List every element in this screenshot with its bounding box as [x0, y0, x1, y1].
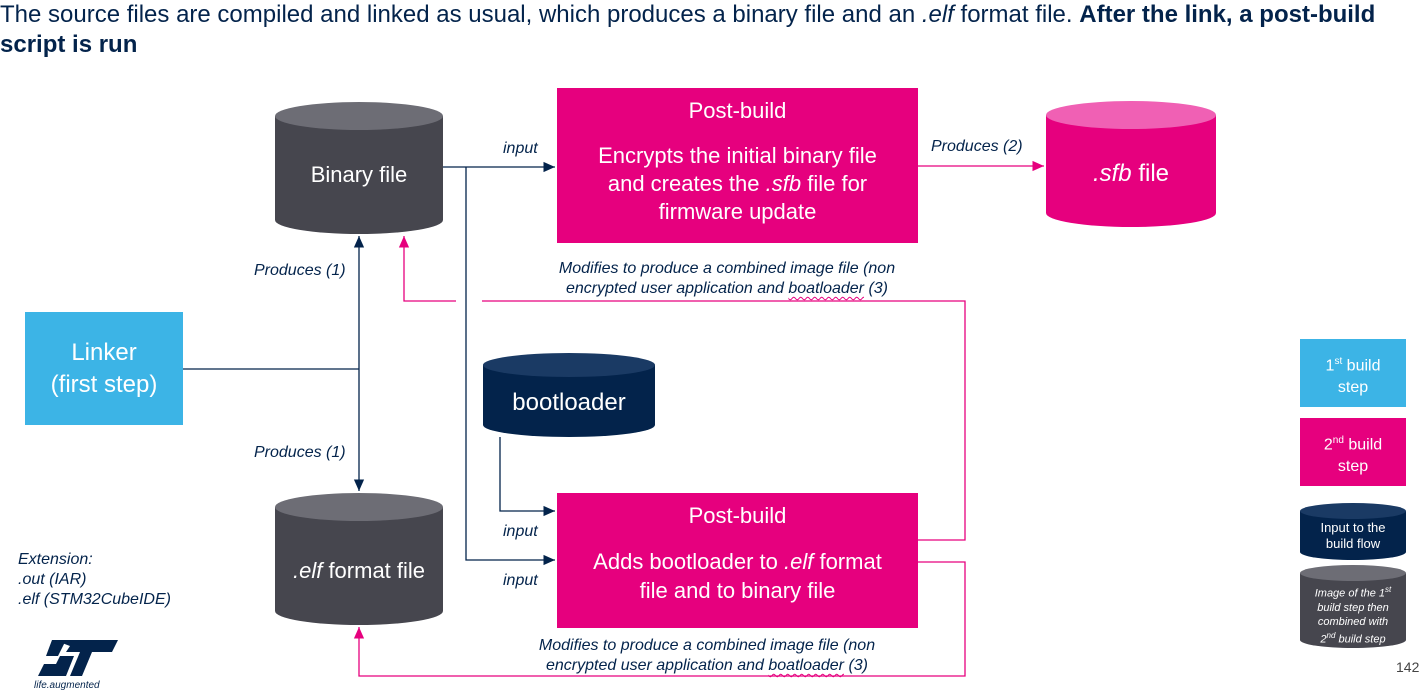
legend-image-line-2: build step then — [1317, 601, 1389, 614]
linker-connectors — [183, 236, 365, 491]
modifies-note-top: Modifies to produce a combined image fil… — [520, 259, 934, 299]
legend-image-line-1-sup: st — [1385, 585, 1392, 594]
input-label-top: input — [503, 140, 538, 157]
modifies-top-line-2a: encrypted user application and — [566, 280, 789, 297]
legend-second-sup: nd — [1332, 435, 1344, 446]
binary-file-cylinder — [275, 102, 443, 234]
postbuild-bottom-line-1: Adds bootloader to .elf format — [557, 547, 918, 576]
extension-note: Extension: .out (IAR) .elf (STM32CubeIDE… — [18, 550, 171, 610]
legend-second-line-1: 2nd build — [1300, 430, 1406, 456]
title-text-1: The source files are compiled and linked… — [0, 1, 922, 28]
linker-box: Linker (first step) — [25, 312, 183, 425]
legend-image-cylinder — [1300, 565, 1406, 648]
modifies-top-line-2c: (3) — [864, 280, 888, 297]
sfb-file-label-italic: .sfb — [1092, 160, 1132, 187]
modifies-top-line-2b: boatloader — [788, 280, 864, 297]
sfb-file-label-rest: file — [1131, 160, 1170, 187]
modifies-bottom-line-2c: (3) — [844, 657, 868, 674]
postbuild-top-line-2b: .sfb — [765, 171, 802, 196]
modifies-bottom-line-2b: boatloader — [768, 657, 844, 674]
modifies-bottom-line-2a: encrypted user application and — [546, 657, 769, 674]
title-text-bold: After the link, a post-build script is r… — [0, 1, 1376, 58]
postbuild-top-line-1: Encrypts the initial binary file — [598, 143, 877, 168]
legend-first-step: 1st build step — [1300, 339, 1406, 407]
legend-image-line-4-sup: nd — [1326, 630, 1336, 640]
legend-second-line-2: step — [1337, 458, 1369, 476]
st-logo — [38, 640, 118, 676]
postbuild-bottom-header: Post-build — [688, 503, 787, 528]
legend-second-post: build — [1343, 436, 1383, 454]
extension-line-1: Extension: — [18, 551, 93, 568]
sfb-file-cylinder — [1046, 101, 1216, 227]
modifies-top-line-2: encrypted user application and boatloade… — [520, 279, 934, 299]
produces-2-label: Produces (2) — [931, 138, 1023, 155]
postbuild-top-box: Post-build Encrypts the initial binary f… — [557, 88, 918, 243]
legend-image-line-3: combined with — [1317, 615, 1389, 628]
postbuild-top-header: Post-build — [688, 98, 787, 123]
legend-image-line-1: Image of the 1st — [1300, 583, 1406, 601]
bootloader-cylinder — [483, 353, 655, 437]
postbuild-bottom-line-1b: .elf — [783, 549, 814, 574]
page-number: 142 — [1396, 659, 1420, 675]
logo-tagline: life.augmented — [34, 680, 100, 691]
legend-input-cylinder — [1300, 503, 1406, 560]
elf-file-label-rest: format file — [322, 558, 426, 583]
bootloader-label: bootloader — [512, 389, 626, 416]
postbuild-top-line-2c: file for — [801, 171, 868, 196]
modifies-top-line-1: Modifies to produce a combined image fil… — [558, 260, 896, 277]
linker-line-2: (first step) — [50, 370, 158, 398]
legend-image-line-4: 2nd build step — [1300, 629, 1406, 647]
legend-first-post: build — [1342, 357, 1381, 375]
extension-line-3: .elf (STM32CubeIDE) — [18, 591, 171, 608]
postbuild-top-line-3: firmware update — [658, 199, 817, 224]
extension-line-2: .out (IAR) — [18, 571, 87, 588]
postbuild-bottom-box: Post-build Adds bootloader to .elf forma… — [557, 493, 918, 628]
legend-first-pre: 1 — [1325, 357, 1335, 375]
modifies-note-bottom: Modifies to produce a combined image fil… — [500, 636, 914, 676]
legend-second-step: 2nd build step — [1300, 418, 1406, 486]
title-text-elf: .elf — [921, 1, 954, 28]
produces-1-label-bottom: Produces (1) — [254, 444, 346, 461]
legend-input-text: Input to the build flow — [1300, 520, 1406, 552]
modifies-bottom-line-1: Modifies to produce a combined image fil… — [538, 637, 876, 654]
legend-second-pre: 2 — [1323, 436, 1333, 454]
legend-first-line-1: 1st build — [1300, 351, 1406, 377]
feedback-connectors — [353, 236, 966, 677]
input-label-bottom-1: input — [503, 523, 538, 540]
postbuild-bottom-line-2: file and to binary file — [639, 578, 836, 603]
input-label-bottom-2: input — [503, 572, 538, 589]
postbuild-bottom-line-1a: Adds bootloader to — [593, 549, 784, 574]
postbuild-top-line-2a: and creates the — [607, 171, 766, 196]
postbuild-top-line-2: and creates the .sfb file for — [557, 170, 918, 198]
legend-image-line-1-pre: Image of the 1 — [1314, 587, 1386, 600]
legend-first-sup: st — [1334, 356, 1343, 367]
postbuild-bottom-line-1c: format — [813, 549, 882, 574]
sfb-file-label: .sfb file — [1046, 160, 1216, 188]
produces-1-label-top: Produces (1) — [254, 262, 346, 279]
page-title: The source files are compiled and linked… — [0, 0, 1410, 60]
linker-line-1: Linker — [71, 338, 137, 366]
legend-image-text: Image of the 1st build step then combine… — [1300, 583, 1406, 646]
legend-input-line-2: build flow — [1325, 536, 1381, 551]
elf-file-label: .elf format file — [275, 558, 443, 584]
elf-file-label-italic: .elf — [292, 558, 323, 583]
legend-image-line-4-pre: 2 — [1320, 633, 1327, 646]
legend-image-line-4-post: build step — [1335, 633, 1386, 646]
legend-first-line-2: step — [1337, 379, 1369, 397]
input-connectors — [443, 161, 555, 566]
elf-file-cylinder — [275, 493, 443, 625]
title-text-3: format file. — [953, 1, 1080, 28]
binary-file-label: Binary file — [310, 162, 408, 187]
legend-input-line-1: Input to the — [1320, 520, 1386, 535]
modifies-bottom-line-2: encrypted user application and boatloade… — [500, 656, 914, 676]
